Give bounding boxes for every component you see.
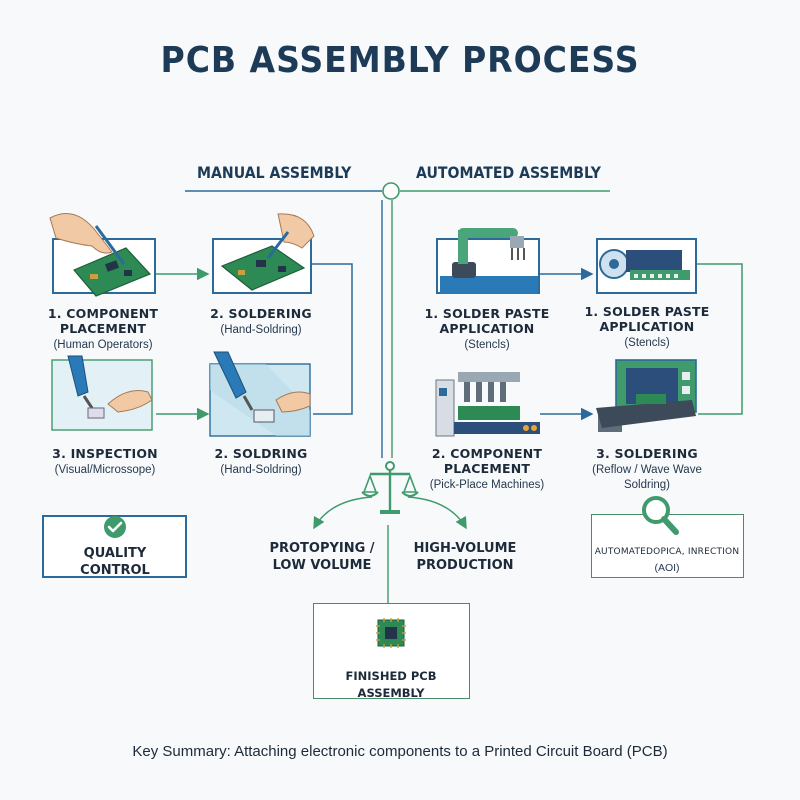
- balance-scale-icon: [361, 461, 419, 514]
- aoi-label: AUTOMATEDOPICA, INRECTION (AOI): [592, 545, 742, 576]
- automated-assembly-header: AUTOMATED ASSEMBLY: [416, 163, 601, 182]
- manual-assembly-header: MANUAL ASSEMBLY: [197, 163, 352, 182]
- manual-step-2-sub: (Hand-Soldring): [220, 324, 302, 336]
- manual-step-1-title: 1. COMPONENT PLACEMENT: [47, 306, 159, 336]
- manual-step-1-sub: (Human Operators): [53, 339, 153, 351]
- manual-step-4-title: 2. SOLDRING: [214, 446, 308, 461]
- manual-step-component-placement: 1. COMPONENT PLACEMENT (Human Operators): [40, 306, 166, 353]
- auto-step-1-sub: (Stencls): [464, 339, 510, 351]
- auto-step-solder-paste-2: 1. SOLDER PASTE APPLICATION (Stencls): [572, 304, 722, 351]
- aoi-sub: (AOI): [654, 562, 680, 574]
- aoi-title: AUTOMATEDOPICA, INRECTION: [594, 547, 740, 557]
- auto-step-1-title: 1. SOLDER PASTE APPLICATION: [424, 306, 550, 336]
- manual-step-inspection: 3. INSPECTION (Visual/Microssope): [40, 446, 170, 478]
- manual-step-4-sub: (Hand-Soldring): [220, 464, 302, 476]
- high-volume-label: HIGH-VOLUME PRODUCTION: [413, 541, 517, 573]
- finished-pcb-box: FINISHED PCB ASSEMBLY: [313, 603, 470, 700]
- reflow-oven-icon: [596, 359, 697, 432]
- hand-soldering-icon: [220, 213, 315, 291]
- pcb-chip-icon: [376, 618, 406, 648]
- soldering-iron-inspection-icon: [51, 355, 153, 431]
- auto-step-4-sub: (Reflow / Wave Wave Soldring): [592, 464, 702, 491]
- robot-arm-icon: [440, 228, 538, 294]
- soldering-iron-pad-icon: [209, 351, 311, 437]
- pick-place-machine-icon: [435, 372, 540, 437]
- auto-step-4-title: 3. SOLDERING: [596, 446, 698, 461]
- auto-step-2-sub: (Stencls): [624, 337, 670, 349]
- page-title: PCB ASSEMBLY PROCESS: [160, 40, 640, 81]
- prototyping-label: PROTOPYING / LOW VOLUME: [269, 541, 375, 573]
- auto-step-3-sub: (Pick-Place Machines): [429, 479, 545, 491]
- manual-step-2-title: 2. SOLDERING: [210, 306, 312, 321]
- manual-step-soldering-2: 2. SOLDRING (Hand-Soldring): [196, 446, 326, 478]
- auto-step-component-placement: 2. COMPONENT PLACEMENT (Pick-Place Machi…: [412, 446, 562, 493]
- key-summary: Key Summary: Attaching electronic compon…: [132, 743, 668, 760]
- quality-control-label: QUALITY CONTROL: [80, 546, 150, 578]
- quality-control-box: QUALITY CONTROL: [42, 515, 187, 578]
- manual-step-3-sub: (Visual/Microssope): [54, 464, 156, 476]
- auto-step-3-title: 2. COMPONENT PLACEMENT: [431, 446, 543, 476]
- stencil-roller-icon: [599, 249, 690, 280]
- manual-step-3-title: 3. INSPECTION: [52, 446, 158, 461]
- magnifier-icon: [642, 496, 679, 535]
- manual-step-soldering: 2. SOLDERING (Hand-Soldring): [196, 306, 326, 338]
- hand-placement-icon: [49, 213, 152, 297]
- auto-step-2-title: 1. SOLDER PASTE APPLICATION: [584, 304, 710, 334]
- auto-step-soldering: 3. SOLDERING (Reflow / Wave Wave Soldrin…: [572, 446, 722, 493]
- finished-pcb-label: FINISHED PCB ASSEMBLY: [345, 669, 437, 700]
- check-circle-icon: [104, 516, 126, 538]
- auto-step-solder-paste-1: 1. SOLDER PASTE APPLICATION (Stencls): [412, 306, 562, 353]
